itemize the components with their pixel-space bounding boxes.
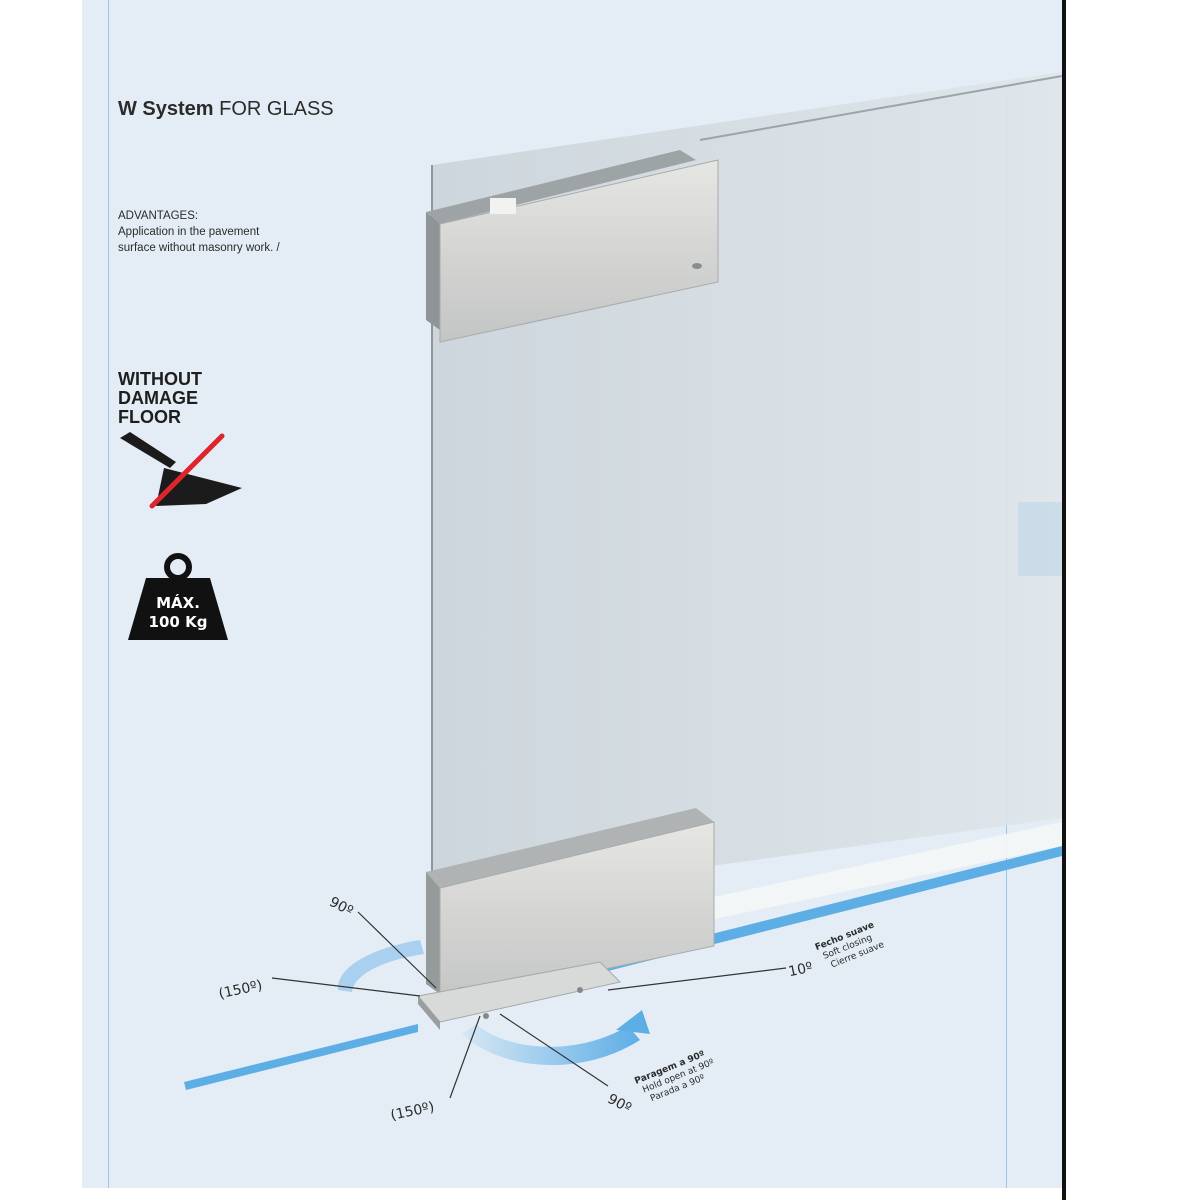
wdf-line: WITHOUT	[118, 369, 202, 389]
advantages-block: ADVANTAGES: Application in the pavement …	[118, 208, 280, 256]
angle-label-bottom-right: 90º	[605, 1091, 634, 1117]
page-edge-bar	[1062, 0, 1066, 1200]
angle-label-soft: 10º	[787, 960, 814, 981]
weight-label-kg: 100 Kg	[149, 613, 208, 631]
weight-icon: MÁX. 100 Kg	[128, 553, 228, 640]
angle-label-left: (150º)	[217, 978, 264, 1003]
wdf-line: FLOOR	[118, 407, 181, 427]
floor-track	[184, 846, 1062, 1090]
floor-hinge-base	[417, 961, 621, 1030]
advantages-line: Application in the pavement	[118, 226, 260, 238]
without-damage-floor-label: WITHOUT DAMAGE FLOOR	[118, 370, 202, 427]
hold-open-note: Paragem a 90º Hold open at 90º Parada a …	[633, 1049, 715, 1104]
top-patch-fitting	[426, 150, 719, 343]
bottom-patch-fitting	[426, 808, 715, 1005]
angle-label-bottom-left: (150º)	[389, 1099, 436, 1124]
title-bold: W System	[118, 98, 214, 120]
rotation-arcs	[337, 940, 650, 1065]
angle-label-top: 90º	[326, 894, 355, 920]
left-margin-rule	[108, 0, 109, 1188]
soft-closing-note: Fecho suave Soft closing Cierre suave	[814, 920, 886, 970]
advantages-line: surface without masonry work. /	[118, 242, 280, 254]
title-light: FOR GLASS	[219, 98, 334, 120]
angle-leader-lines	[271, 911, 787, 1099]
weight-label-max: MÁX.	[156, 593, 200, 612]
page-title: W System FOR GLASS	[118, 98, 334, 121]
advantages-heading: ADVANTAGES:	[118, 210, 199, 222]
wdf-line: DAMAGE	[118, 388, 198, 408]
trowel-crossed-icon	[120, 432, 242, 509]
